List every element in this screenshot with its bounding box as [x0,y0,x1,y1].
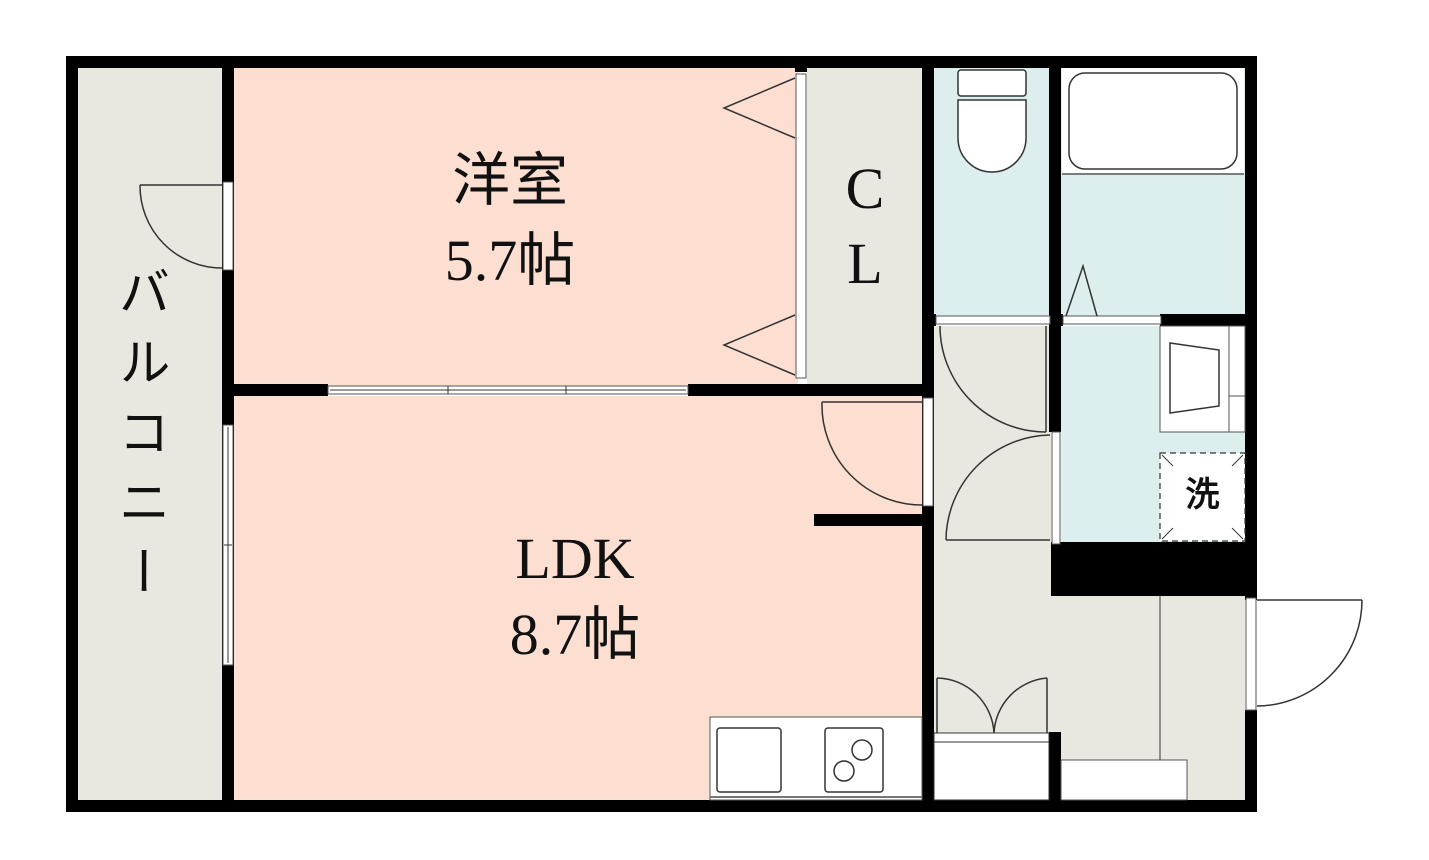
closet-label-c: C [845,156,885,221]
entrance-door-swing [1256,599,1363,707]
closet-fold-bottom [722,314,796,376]
bath-fold-door [1065,263,1098,317]
fixtures [709,68,1246,801]
wash-basin-icon [1169,342,1220,414]
balcony-area [78,66,224,802]
walls [66,56,1257,812]
bath-door-opening [1062,315,1162,325]
washroom-door-opening [1051,431,1061,545]
burner-icon [833,760,855,782]
ldk-size: 8.7帖 [509,602,641,667]
washroom-door-swing [945,434,1051,541]
stove-icon [824,727,884,793]
ldk-name: LDK [515,526,635,591]
toilet-tank-icon [957,69,1027,97]
ldk-door-opening [922,397,934,507]
western-room-size: 5.7帖 [444,228,576,293]
closet-door-opening [795,73,807,379]
western-room-area [234,66,798,386]
corridor-area [934,326,1051,802]
toilet-door-opening [935,315,1051,325]
burner-icon [851,739,873,761]
shoe-cabinet [933,732,1050,801]
balcony-label: バルコニー [110,265,167,615]
entrance-step [1060,759,1188,801]
balcony-door-swing [139,184,223,269]
entrance-door-opening [1245,597,1257,711]
bathtub-icon [1068,72,1238,170]
closet-fold-top [722,77,796,139]
shoe-cabinet-doors [936,677,1048,734]
toilet-door-swing [939,325,1047,433]
closet-area [807,66,924,386]
washer-label: 洗 [1185,475,1220,515]
washer-space [1159,452,1246,542]
kitchen-sink-icon [716,727,782,793]
closet-label-l: L [847,231,883,296]
sliding-door-marks [224,386,686,663]
ldk-door-swing [821,401,923,506]
western-room-name: 洋室 [451,148,568,213]
toilet-bowl-icon [957,99,1027,173]
balcony-door-opening [222,181,234,271]
door-swings [139,77,1363,734]
